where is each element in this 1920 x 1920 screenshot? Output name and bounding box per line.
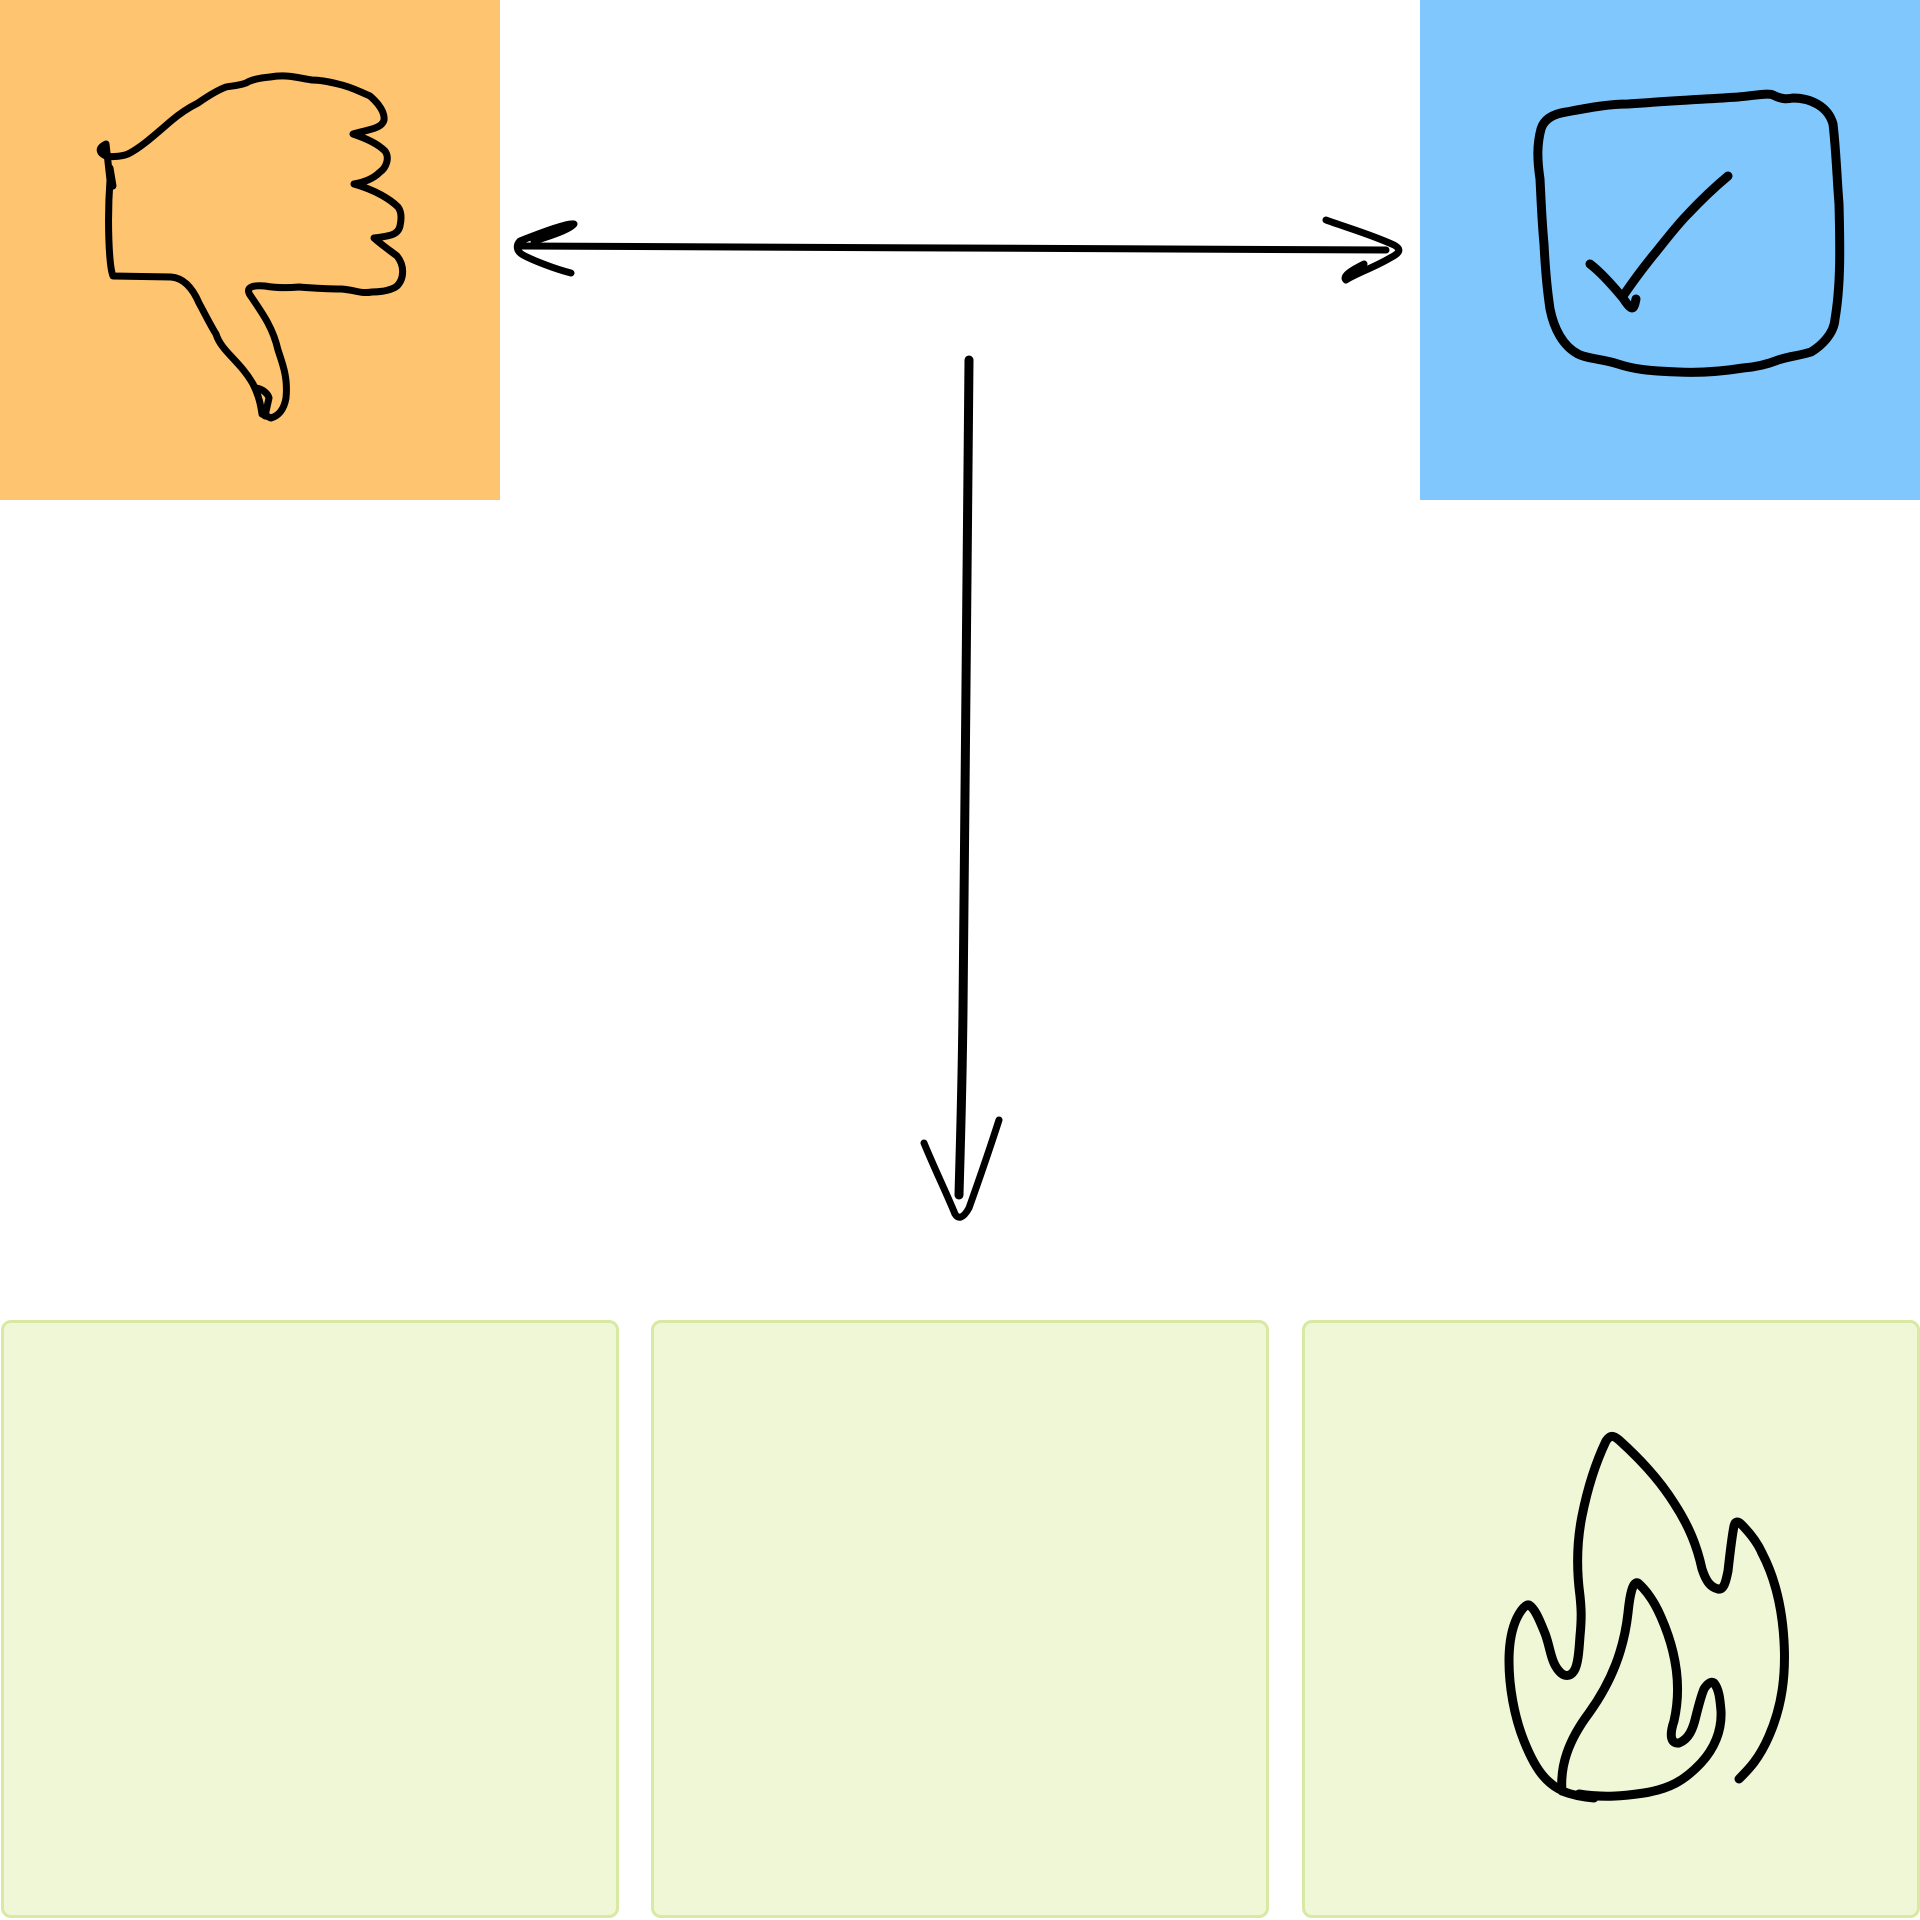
double-arrow-connector[interactable] — [513, 216, 1403, 284]
connectors — [513, 216, 1403, 1221]
drop-zone-1[interactable] — [1, 1320, 619, 1918]
approve-tile[interactable] — [1420, 0, 1920, 500]
down-arrow-connector[interactable] — [920, 355, 1003, 1221]
drop-zone-3[interactable] — [1302, 1320, 1920, 1918]
drop-zone-2[interactable] — [651, 1320, 1269, 1918]
checkbox-checked-icon — [1528, 89, 1845, 414]
thumbs-down-icon — [96, 72, 408, 426]
dislike-tile[interactable] — [0, 0, 500, 500]
fire-icon — [1464, 1431, 1789, 1821]
